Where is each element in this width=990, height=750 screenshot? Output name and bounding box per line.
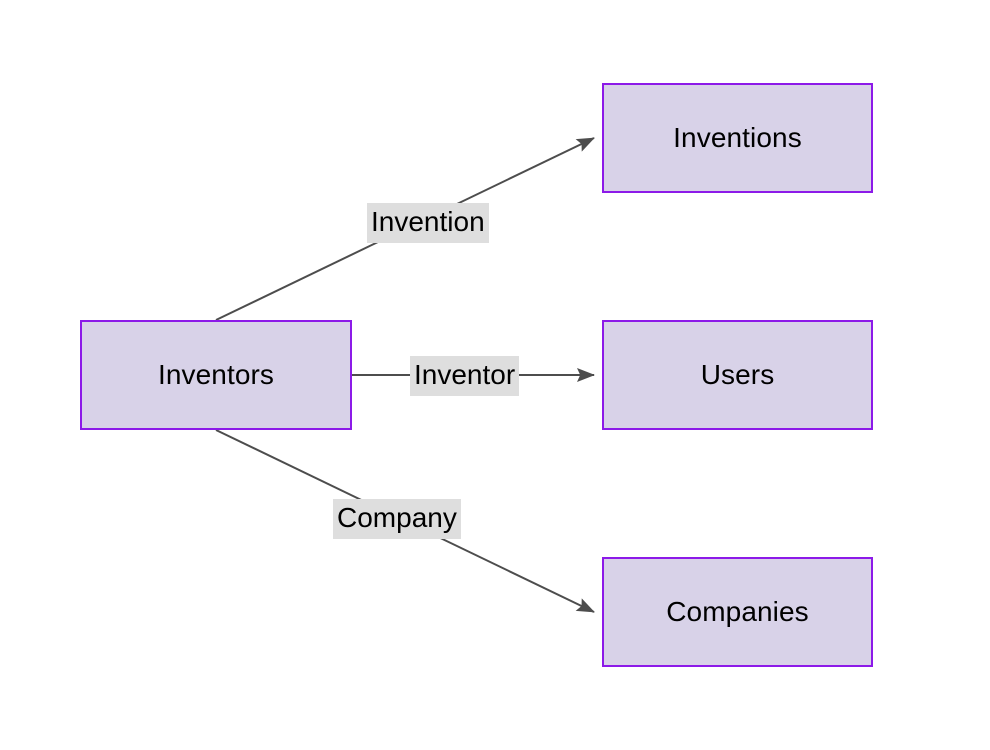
edge-label-company[interactable]: Company: [333, 499, 461, 539]
node-inventors[interactable]: Inventors: [80, 320, 352, 430]
node-users[interactable]: Users: [602, 320, 873, 430]
node-companies[interactable]: Companies: [602, 557, 873, 667]
node-label: Inventors: [157, 359, 275, 390]
node-label: Inventions: [673, 122, 802, 153]
edge-label-invention[interactable]: Invention: [367, 203, 489, 243]
node-inventions[interactable]: Inventions: [602, 83, 873, 193]
node-label: Companies: [666, 596, 809, 627]
node-label: Users: [700, 359, 775, 390]
edge-label-inventor[interactable]: Inventor: [410, 356, 520, 396]
